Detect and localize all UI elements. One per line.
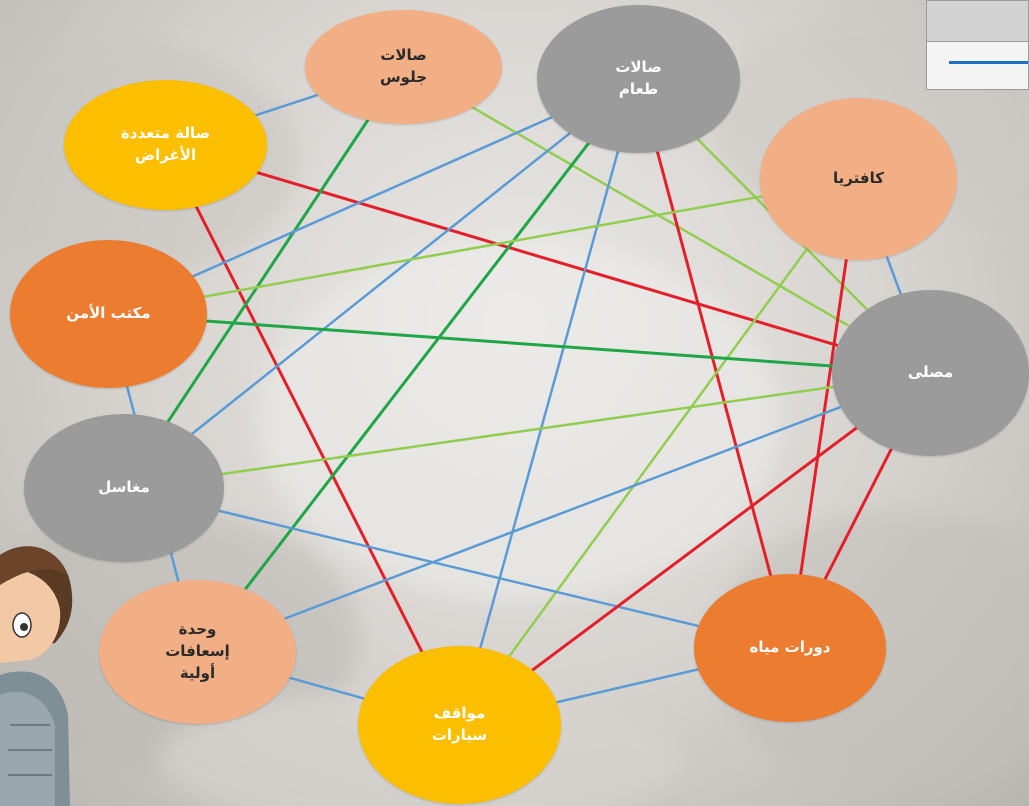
edge-dining-halls-first-aid-unit xyxy=(195,77,640,654)
legend-row-2 xyxy=(927,42,1028,89)
node-seating-halls-label: صالات جلوس xyxy=(379,46,428,86)
edge-dining-halls-restrooms xyxy=(636,77,792,650)
node-cafeteria: كافتريا xyxy=(760,98,957,260)
edge-multipurpose-hall-prayer-room xyxy=(163,143,932,375)
legend-box xyxy=(926,0,1029,90)
edge-first-aid-unit-prayer-room xyxy=(195,371,932,654)
legend-swatch xyxy=(949,61,1028,64)
node-prayer-room: مصلى xyxy=(832,290,1029,456)
node-seating-halls: صالات جلوس xyxy=(305,10,502,124)
node-washbasins: مغاسل xyxy=(24,414,224,562)
node-parking-label: مواقف سيارات xyxy=(431,704,488,744)
node-cafeteria-label: كافتريا xyxy=(833,169,884,188)
edge-security-office-prayer-room xyxy=(106,312,932,375)
node-dining-halls-label: صالات طعام xyxy=(615,58,662,98)
legend-row-1 xyxy=(927,1,1028,42)
edge-seating-halls-washbasins xyxy=(122,65,405,490)
edge-cafeteria-security-office xyxy=(106,177,860,316)
node-security-office-label: مكتب الأمن xyxy=(66,304,151,323)
node-prayer-room-label: مصلى xyxy=(907,363,954,382)
node-washbasins-label: مغاسل xyxy=(98,478,150,497)
edge-multipurpose-hall-parking xyxy=(163,143,461,727)
node-multipurpose-hall-label: صالة متعددة الأغراض xyxy=(120,124,211,164)
edge-dining-halls-washbasins xyxy=(122,77,640,490)
node-restrooms: دورات مياه xyxy=(694,574,886,722)
node-dining-halls: صالات طعام xyxy=(537,5,740,153)
edge-parking-prayer-room xyxy=(457,371,932,727)
node-restrooms-label: دورات مياه xyxy=(749,638,831,657)
node-first-aid-unit: وحدة إسعافات أولية xyxy=(99,580,296,724)
edge-seating-halls-prayer-room xyxy=(401,65,932,375)
cartoon-boy-illustration xyxy=(0,546,73,806)
node-parking: مواقف سيارات xyxy=(358,646,561,804)
edge-cafeteria-parking xyxy=(457,177,860,727)
node-multipurpose-hall: صالة متعددة الأغراض xyxy=(64,80,267,210)
edge-washbasins-prayer-room xyxy=(122,371,932,490)
edge-dining-halls-parking xyxy=(457,77,640,727)
edge-washbasins-restrooms xyxy=(122,486,792,650)
node-first-aid-unit-label: وحدة إسعافات أولية xyxy=(165,620,230,682)
node-security-office: مكتب الأمن xyxy=(10,240,207,388)
edge-dining-halls-security-office xyxy=(106,77,640,316)
